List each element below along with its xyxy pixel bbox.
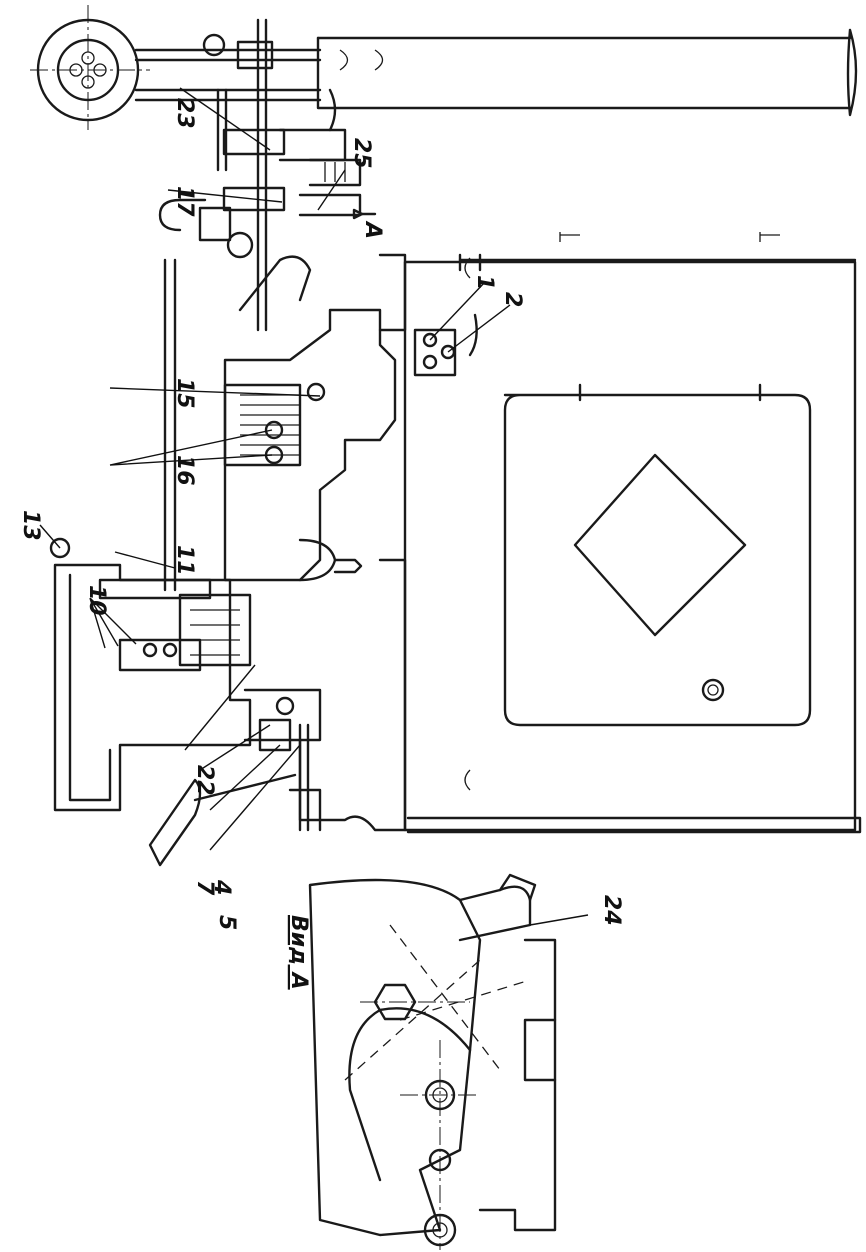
top-shaft [134,28,858,117]
callout-13: 13 [18,510,43,541]
adjusting-rod [298,158,377,220]
callout-10: 10 [84,585,109,616]
callout-23: 23 [172,98,197,129]
view-a-detail [308,873,557,1250]
callout-25: 25 [349,138,374,169]
callout-24: 24 [599,895,624,926]
section-marker-a: А [360,220,385,239]
callout-4: 4 [209,879,234,895]
callout-5: 5 [214,915,239,930]
handwheel [30,5,150,130]
base-table [298,232,862,834]
callout-11: 11 [172,545,197,576]
leader-lines [39,87,589,926]
view-a-title: Вид А [286,915,311,990]
callout-15: 15 [172,378,197,409]
callout-22: 22 [192,765,217,796]
callout-17: 17 [172,186,197,217]
head-box [49,537,322,832]
oil-funnel [148,773,297,867]
callout-16: 16 [172,455,197,486]
machine-arm [163,255,397,592]
callout-1: 1 [472,275,497,290]
callout-labels: 23 17 25 1 2 15 16 11 13 10 22 7 4 5 24 … [18,98,624,990]
callout-2: 2 [500,292,525,307]
callout-7: 7 [192,880,217,896]
